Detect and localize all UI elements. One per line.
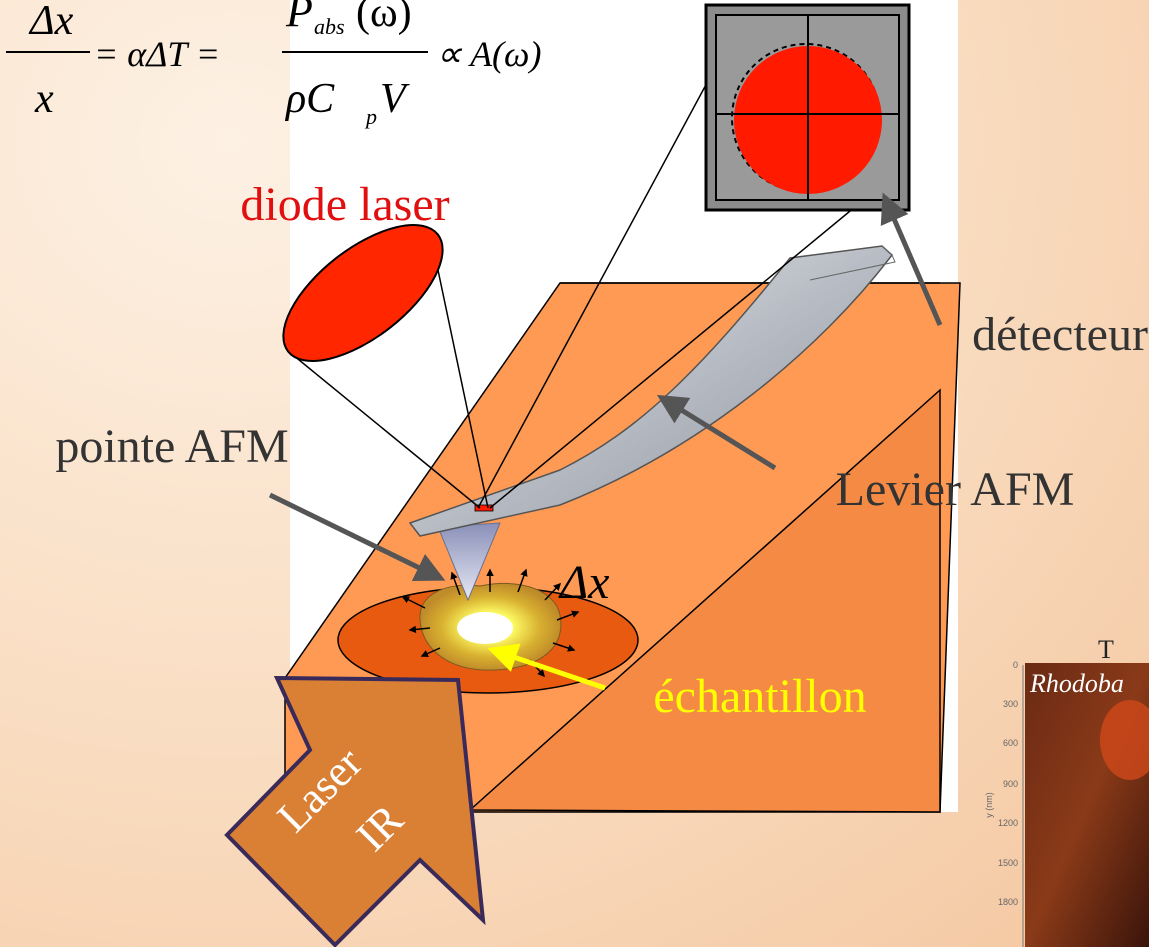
- formula-p-arg: (ω): [356, 0, 412, 36]
- inset-tick: 1500: [998, 858, 1018, 868]
- echantillon-label: échantillon: [653, 670, 866, 723]
- inset-tick: 1200: [998, 818, 1018, 828]
- afm-levier: [408, 245, 896, 537]
- inset-tick: 0: [1013, 660, 1018, 670]
- formula-p-main: P: [285, 0, 313, 36]
- inset-tick: 300: [1003, 699, 1018, 709]
- inset-tick: 900: [1003, 779, 1018, 789]
- formula-denominator-right-main: ρC: [284, 76, 335, 122]
- formula: Δx x = αΔT = P abs (ω) ρC p V ∝ A(ω): [6, 0, 541, 129]
- partial-t-label: T: [1098, 635, 1114, 664]
- detecteur-box: [704, 3, 911, 212]
- inset-tick: 600: [1003, 738, 1018, 748]
- diode-laser-label: diode laser: [240, 178, 449, 231]
- inset-axis: 0 300 600 900 1200 1500 1800 y (nm): [984, 660, 1018, 907]
- formula-denominator-left: x: [34, 76, 54, 122]
- formula-numerator-left: Δx: [28, 0, 74, 44]
- echantillon-arrow: [487, 643, 606, 691]
- label-arrows: [268, 192, 943, 581]
- inset-title: Rhodoba: [1029, 669, 1124, 698]
- diode-laser: [282, 224, 489, 509]
- laser-spot: [474, 504, 494, 512]
- inset-axis-label: y (nm): [984, 792, 994, 818]
- levier-afm-label: Levier AFM: [836, 463, 1075, 516]
- reflected-beam: [477, 54, 879, 509]
- inset-tick: 1800: [998, 897, 1018, 907]
- formula-middle: = αΔT =: [94, 34, 220, 74]
- laser-ir-arrow: [224, 675, 486, 947]
- expansion-arrows: [401, 568, 580, 678]
- delta-x-label: Δx: [558, 556, 609, 609]
- formula-denominator-right-tail: V: [380, 76, 410, 122]
- detecteur-label: détecteur: [972, 308, 1148, 361]
- formula-denominator-right-sub: p: [364, 104, 377, 129]
- formula-p-sub: abs: [314, 14, 345, 39]
- echantillon-hotspot: [457, 612, 513, 644]
- pointe-afm-label: pointe AFM: [55, 420, 288, 473]
- inset-image: [1022, 663, 1149, 947]
- formula-proportional: ∝ A(ω): [436, 34, 541, 74]
